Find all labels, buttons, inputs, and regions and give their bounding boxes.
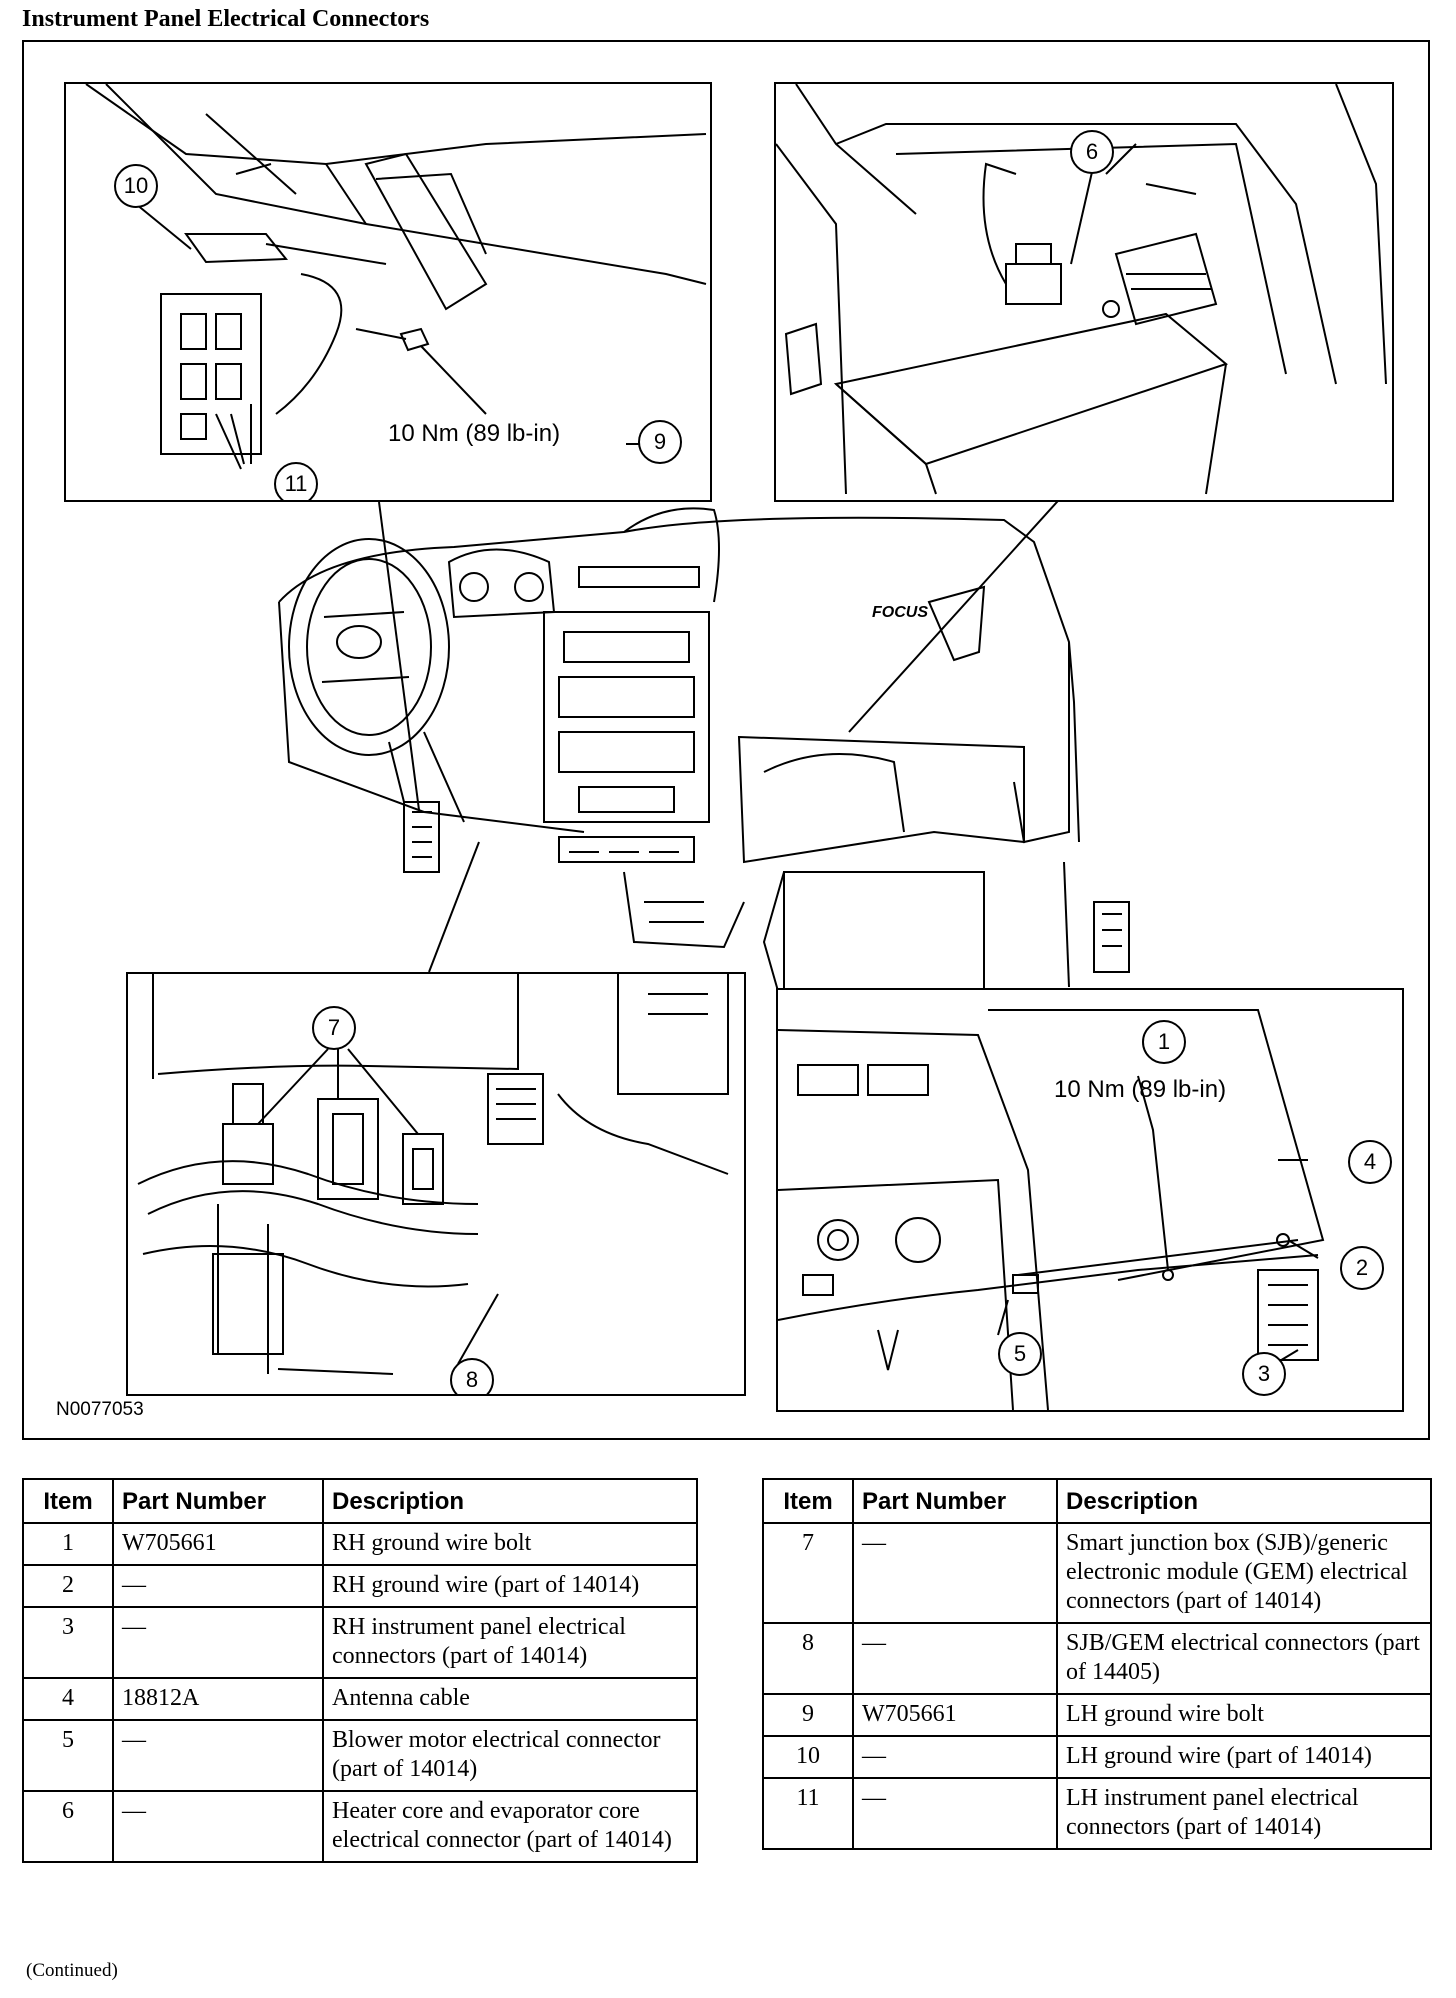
description-cell: SJB/GEM electrical connectors (part of 1… xyxy=(1056,1622,1432,1695)
part-number-cell: 18812A xyxy=(112,1677,324,1721)
item-cell: 7 xyxy=(762,1522,854,1624)
callout-3: 3 xyxy=(1242,1352,1286,1396)
part-number-cell: W705661 xyxy=(112,1522,324,1566)
part-number-cell: — xyxy=(852,1622,1058,1695)
callout-1: 1 xyxy=(1142,1020,1186,1064)
table-row: 4 18812A Antenna cable xyxy=(22,1677,698,1721)
callout-6: 6 xyxy=(1070,130,1114,174)
part-number-cell: — xyxy=(852,1735,1058,1779)
header-item: Item xyxy=(762,1478,854,1524)
item-cell: 8 xyxy=(762,1622,854,1695)
table-row: 3 — RH instrument panel electrical conne… xyxy=(22,1606,698,1679)
item-cell: 4 xyxy=(22,1677,114,1721)
table-row: 2 — RH ground wire (part of 14014) xyxy=(22,1564,698,1608)
figure-id: N0077053 xyxy=(56,1399,144,1420)
header-part-number: Part Number xyxy=(112,1478,324,1524)
item-cell: 5 xyxy=(22,1719,114,1792)
description-cell: Blower motor electrical connector (part … xyxy=(322,1719,698,1792)
table-header-row: Item Part Number Description xyxy=(22,1478,698,1524)
table-row: 7 — Smart junction box (SJB)/generic ele… xyxy=(762,1522,1432,1624)
description-cell: Smart junction box (SJB)/generic electro… xyxy=(1056,1522,1432,1624)
table-row: 6 — Heater core and evaporator core elec… xyxy=(22,1790,698,1863)
callout-4: 4 xyxy=(1348,1140,1392,1184)
callout-9: 9 xyxy=(638,420,682,464)
table-row: 9 W705661 LH ground wire bolt xyxy=(762,1693,1432,1737)
dashboard-illustration: FOCUS xyxy=(278,491,1130,1013)
focus-badge-text: FOCUS xyxy=(872,604,928,621)
header-part-number: Part Number xyxy=(852,1478,1058,1524)
table-header-row: Item Part Number Description xyxy=(762,1478,1432,1524)
description-cell: RH ground wire bolt xyxy=(322,1522,698,1566)
parts-table-left: Item Part Number Description 1 W705661 R… xyxy=(22,1478,698,1863)
detail-rh-ground: 1 10 Nm (89 lb-in) 4 2 5 3 xyxy=(776,988,1404,1412)
item-cell: 3 xyxy=(22,1606,114,1679)
part-number-cell: — xyxy=(112,1606,324,1679)
part-number-cell: — xyxy=(112,1719,324,1792)
table-row: 10 — LH ground wire (part of 14014) xyxy=(762,1735,1432,1779)
table-row: 8 — SJB/GEM electrical connectors (part … xyxy=(762,1622,1432,1695)
table-row: 5 — Blower motor electrical connector (p… xyxy=(22,1719,698,1792)
part-number-cell: — xyxy=(852,1777,1058,1850)
continued-note: (Continued) xyxy=(26,1960,118,1981)
table-row: 11 — LH instrument panel electrical conn… xyxy=(762,1777,1432,1850)
part-number-cell: — xyxy=(852,1522,1058,1624)
description-cell: LH instrument panel electrical connector… xyxy=(1056,1777,1432,1850)
detail-lh-ground-drawing xyxy=(85,84,707,470)
detail-rh-ground-drawing xyxy=(778,1009,1325,1410)
callout-5: 5 xyxy=(998,1332,1042,1376)
header-description: Description xyxy=(322,1478,698,1524)
illustration-frame: FOCUS xyxy=(22,40,1430,1440)
detail-heater-connector: 6 xyxy=(774,82,1394,502)
page-title: Instrument Panel Electrical Connectors xyxy=(22,6,430,32)
item-cell: 1 xyxy=(22,1522,114,1566)
description-cell: RH ground wire (part of 14014) xyxy=(322,1564,698,1608)
detail-heater-connector-drawing xyxy=(776,84,1387,495)
description-cell: LH ground wire bolt xyxy=(1056,1693,1432,1737)
part-number-cell: — xyxy=(112,1564,324,1608)
parts-table-right: Item Part Number Description 7 — Smart j… xyxy=(762,1478,1432,1850)
description-cell: RH instrument panel electrical connector… xyxy=(322,1606,698,1679)
part-number-cell: W705661 xyxy=(852,1693,1058,1737)
item-cell: 10 xyxy=(762,1735,854,1779)
callout-10: 10 xyxy=(114,164,158,208)
header-item: Item xyxy=(22,1478,114,1524)
detail-sjb-gem-drawing xyxy=(137,974,729,1375)
item-cell: 6 xyxy=(22,1790,114,1863)
description-cell: Antenna cable xyxy=(322,1677,698,1721)
header-description: Description xyxy=(1056,1478,1432,1524)
table-row: 1 W705661 RH ground wire bolt xyxy=(22,1522,698,1566)
detail-lh-ground: 10 10 Nm (89 lb-in) 9 11 xyxy=(64,82,712,502)
description-cell: Heater core and evaporator core electric… xyxy=(322,1790,698,1863)
item-cell: 9 xyxy=(762,1693,854,1737)
callout-11: 11 xyxy=(274,462,318,500)
callout-2: 2 xyxy=(1340,1246,1384,1290)
item-cell: 2 xyxy=(22,1564,114,1608)
detail-sjb-gem: 7 8 xyxy=(126,972,746,1396)
callout-7: 7 xyxy=(312,1006,356,1050)
torque-spec-rh: 10 Nm (89 lb-in) xyxy=(1054,1076,1227,1103)
item-cell: 11 xyxy=(762,1777,854,1850)
callout-8: 8 xyxy=(450,1358,494,1394)
part-number-cell: — xyxy=(112,1790,324,1863)
description-cell: LH ground wire (part of 14014) xyxy=(1056,1735,1432,1779)
torque-spec-lh: 10 Nm (89 lb-in) xyxy=(388,420,561,447)
